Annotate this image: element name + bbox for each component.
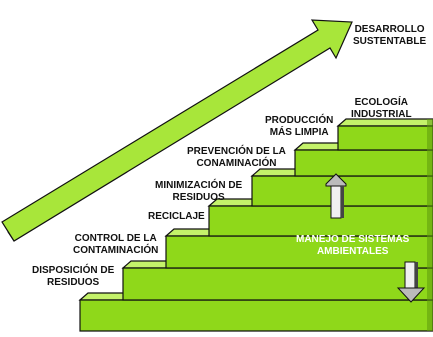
- step-label-minimizacion: MINIMIZACIÓN DE RESIDUOS: [155, 180, 242, 204]
- up-arrow-icon: [325, 173, 347, 219]
- down-arrow-shape: [396, 287, 426, 303]
- step-label-line1: MINIMIZACIÓN DE: [155, 180, 243, 191]
- step-label-line2: RESIDUOS: [47, 277, 100, 288]
- step-label-line2: RESIDUOS: [172, 192, 225, 203]
- goal-label: DESARROLLO SUSTENTABLE: [353, 24, 426, 48]
- step-label-line1: CONTROL DE LA: [74, 233, 157, 244]
- management-label: MANEJO DE SISTEMAS AMBIENTALES: [296, 234, 409, 258]
- step-face-2: [122, 267, 433, 301]
- step-label-line1: ECOLOGÍA: [354, 97, 408, 108]
- down-arrow-stem: [404, 261, 416, 289]
- down-arrow-stem-shadow: [415, 262, 418, 288]
- diagonal-arrow-body: [1, 19, 353, 242]
- step-label-line1: RECICLAJE: [148, 211, 205, 222]
- up-arrow-stem-shadow: [341, 186, 344, 218]
- step-label-line2: CONTAMINACIÓN: [73, 245, 159, 256]
- up-arrow-stem: [330, 185, 342, 219]
- step-label-line1: PREVENCIÓN DE LA: [187, 146, 286, 157]
- step-label-ecologia: ECOLOGÍA INDUSTRIAL: [351, 97, 412, 121]
- goal-label-line2: SUSTENTABLE: [353, 36, 427, 47]
- step-label-line2: MÁS LIMPIA: [269, 127, 329, 138]
- down-arrow-icon: [396, 261, 426, 303]
- goal-label-line1: DESARROLLO: [354, 24, 425, 35]
- step-label-reciclaje: RECICLAJE: [148, 211, 205, 223]
- step-label-line1: DISPOSICIÓN DE: [32, 265, 115, 276]
- management-label-line2: AMBIENTALES: [316, 246, 389, 257]
- step-label-prevencion: PREVENCIÓN DE LA CONAMINACIÓN: [187, 146, 286, 170]
- step-label-control: CONTROL DE LA CONTAMINACIÓN: [73, 233, 158, 257]
- step-label-line2: CONAMINACIÓN: [196, 158, 277, 169]
- steps-layer: [78, 118, 433, 332]
- step-face-1: [79, 299, 433, 332]
- step-label-produccion: PRODUCCIÓN MÁS LIMPIA: [265, 115, 333, 139]
- step-label-disposicion: DISPOSICIÓN DE RESIDUOS: [32, 265, 114, 289]
- step-label-line2: INDUSTRIAL: [351, 109, 412, 120]
- diagonal-arrow-icon: [1, 19, 353, 242]
- management-label-line1: MANEJO DE SISTEMAS: [296, 234, 410, 245]
- step-face-6: [294, 149, 433, 177]
- step-face-4: [208, 205, 433, 237]
- step-face-7: [337, 125, 433, 151]
- staircase-right-edge: [427, 119, 433, 331]
- step-label-line1: PRODUCCIÓN: [265, 115, 334, 126]
